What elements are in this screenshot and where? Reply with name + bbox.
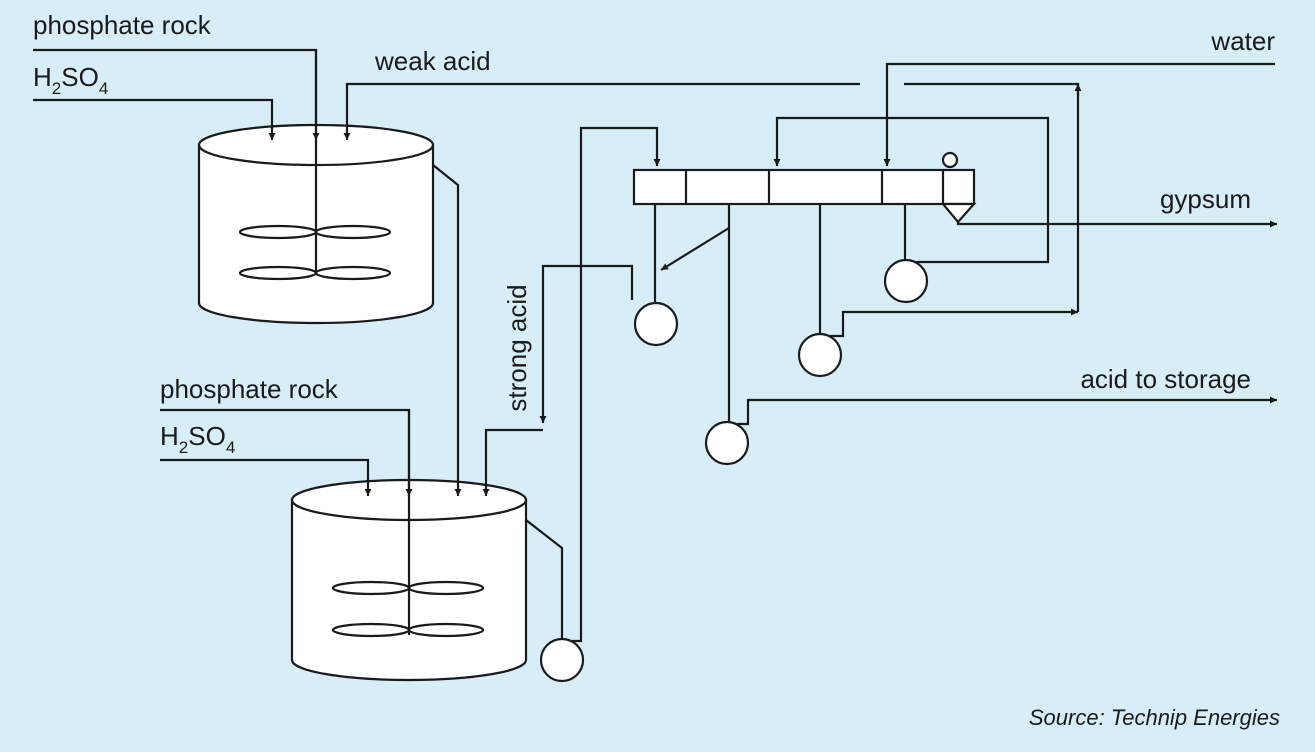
label-water: water: [1210, 26, 1275, 56]
filtrate-acid-to-storage: [660, 204, 1277, 466]
feed-h2so4-2: [160, 458, 372, 496]
label-h2so4-1: H2SO4: [33, 62, 108, 98]
slurry-pump: [525, 126, 661, 683]
label-gypsum: gypsum: [1160, 184, 1251, 214]
feed-weak-acid: [343, 82, 860, 140]
filtrate-weak-acid: [797, 82, 1082, 378]
belt-filter: [632, 151, 977, 224]
feed-phosphate-rock-2: [160, 408, 413, 496]
strong-acid-return: [482, 264, 634, 496]
label-strong-acid: strong acid: [502, 284, 532, 411]
label-weak-acid: weak acid: [374, 46, 491, 76]
feed-phosphate-rock-1: [33, 48, 320, 140]
overflow-tank1-to-tank2: [432, 164, 462, 496]
filtrate-wash-recycle: [773, 116, 1050, 304]
label-acid-to-storage: acid to storage: [1080, 364, 1251, 394]
label-phosphate-rock-2: phosphate rock: [160, 374, 339, 404]
label-h2so4-2: H2SO4: [160, 421, 235, 457]
feed-h2so4-1: [33, 98, 276, 140]
feed-water: [883, 62, 1275, 166]
gypsum-outlet: [956, 220, 1277, 228]
filtrate-strong-acid: [633, 204, 679, 347]
label-phosphate-rock-1: phosphate rock: [33, 10, 212, 40]
source-credit: Source: Technip Energies: [1029, 705, 1280, 730]
